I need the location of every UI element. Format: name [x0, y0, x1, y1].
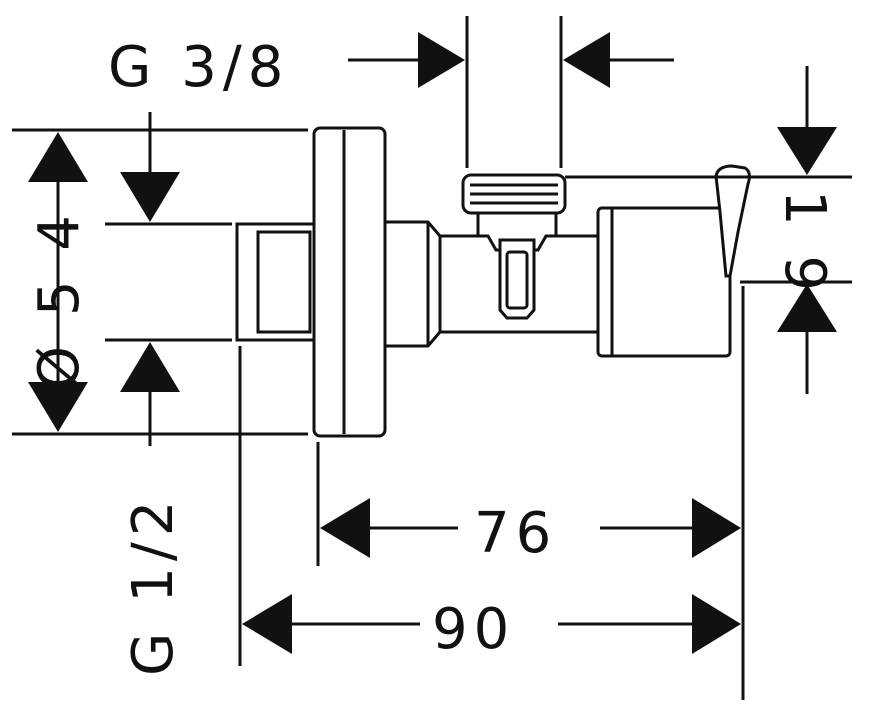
- diameter-54-label: Ø 5 4: [27, 209, 92, 390]
- arrowhead-up: [777, 284, 837, 332]
- dimension-g-1-2: G 1/2: [120, 112, 186, 676]
- arrowhead-down: [777, 127, 837, 175]
- dimension-76-label: 76: [474, 501, 557, 566]
- inlet-stub: [235, 222, 319, 342]
- handle-lever: [714, 164, 751, 278]
- arrowhead-up: [28, 132, 88, 182]
- arrowhead-right: [692, 498, 741, 558]
- dimension-diameter-54: Ø 5 4: [27, 132, 92, 432]
- dimension-19-label: 1 9: [772, 190, 837, 297]
- dimension-76: 76: [320, 498, 741, 566]
- handle-block: [596, 206, 732, 358]
- extension-lines: [12, 16, 852, 700]
- dimension-19: 1 9: [772, 66, 837, 394]
- dimension-90-label: 90: [432, 597, 515, 662]
- dimension-g-3-8: G 3/8: [108, 32, 674, 100]
- dimension-90: 90: [242, 594, 741, 662]
- valve-neck: [383, 220, 442, 348]
- g-3-8-label: G 3/8: [108, 35, 289, 100]
- g-1-2-label: G 1/2: [121, 495, 186, 676]
- arrowhead-left: [242, 594, 292, 654]
- valve-body: [235, 126, 751, 438]
- arrowhead-down: [28, 382, 88, 432]
- arrowhead-left: [320, 498, 370, 558]
- arrowhead-up: [120, 342, 180, 392]
- inlet-thread: [256, 230, 312, 334]
- arrowhead-right: [692, 594, 741, 654]
- arrowhead-left: [563, 32, 610, 88]
- rosette: [312, 126, 387, 438]
- arrowhead-right: [418, 32, 465, 88]
- arrowhead-down: [120, 172, 180, 222]
- outlet-stem: [476, 210, 558, 252]
